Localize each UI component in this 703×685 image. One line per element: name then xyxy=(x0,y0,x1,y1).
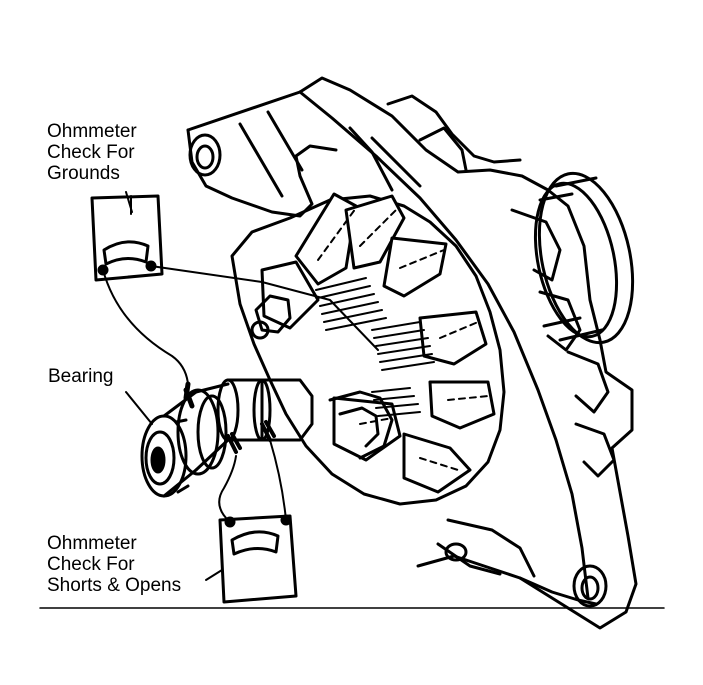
label-line: Ohmmeter xyxy=(47,121,137,142)
leader-lines xyxy=(125,191,223,581)
label-line: Check For xyxy=(47,142,135,163)
label-line: Grounds xyxy=(47,163,120,184)
label-ohmmeter-shorts-opens: Ohmmeter Check For Shorts & Opens xyxy=(47,533,181,596)
ohmmeter-shorts-leads xyxy=(218,439,287,523)
ohmmeter-icon xyxy=(90,194,164,282)
label-line: Ohmmeter xyxy=(47,533,137,554)
label-line: Shorts & Opens xyxy=(47,575,182,596)
ohmmeter-icon xyxy=(218,514,298,604)
label-ohmmeter-grounds: Ohmmeter Check For Grounds xyxy=(47,121,137,184)
pulley xyxy=(533,171,635,345)
label-bearing: Bearing xyxy=(48,366,114,387)
bearing xyxy=(140,390,198,498)
rotor xyxy=(140,192,506,506)
label-line: Check For xyxy=(47,554,135,575)
ohmmeter-grounds-leads xyxy=(102,265,379,401)
field-winding xyxy=(315,277,435,417)
